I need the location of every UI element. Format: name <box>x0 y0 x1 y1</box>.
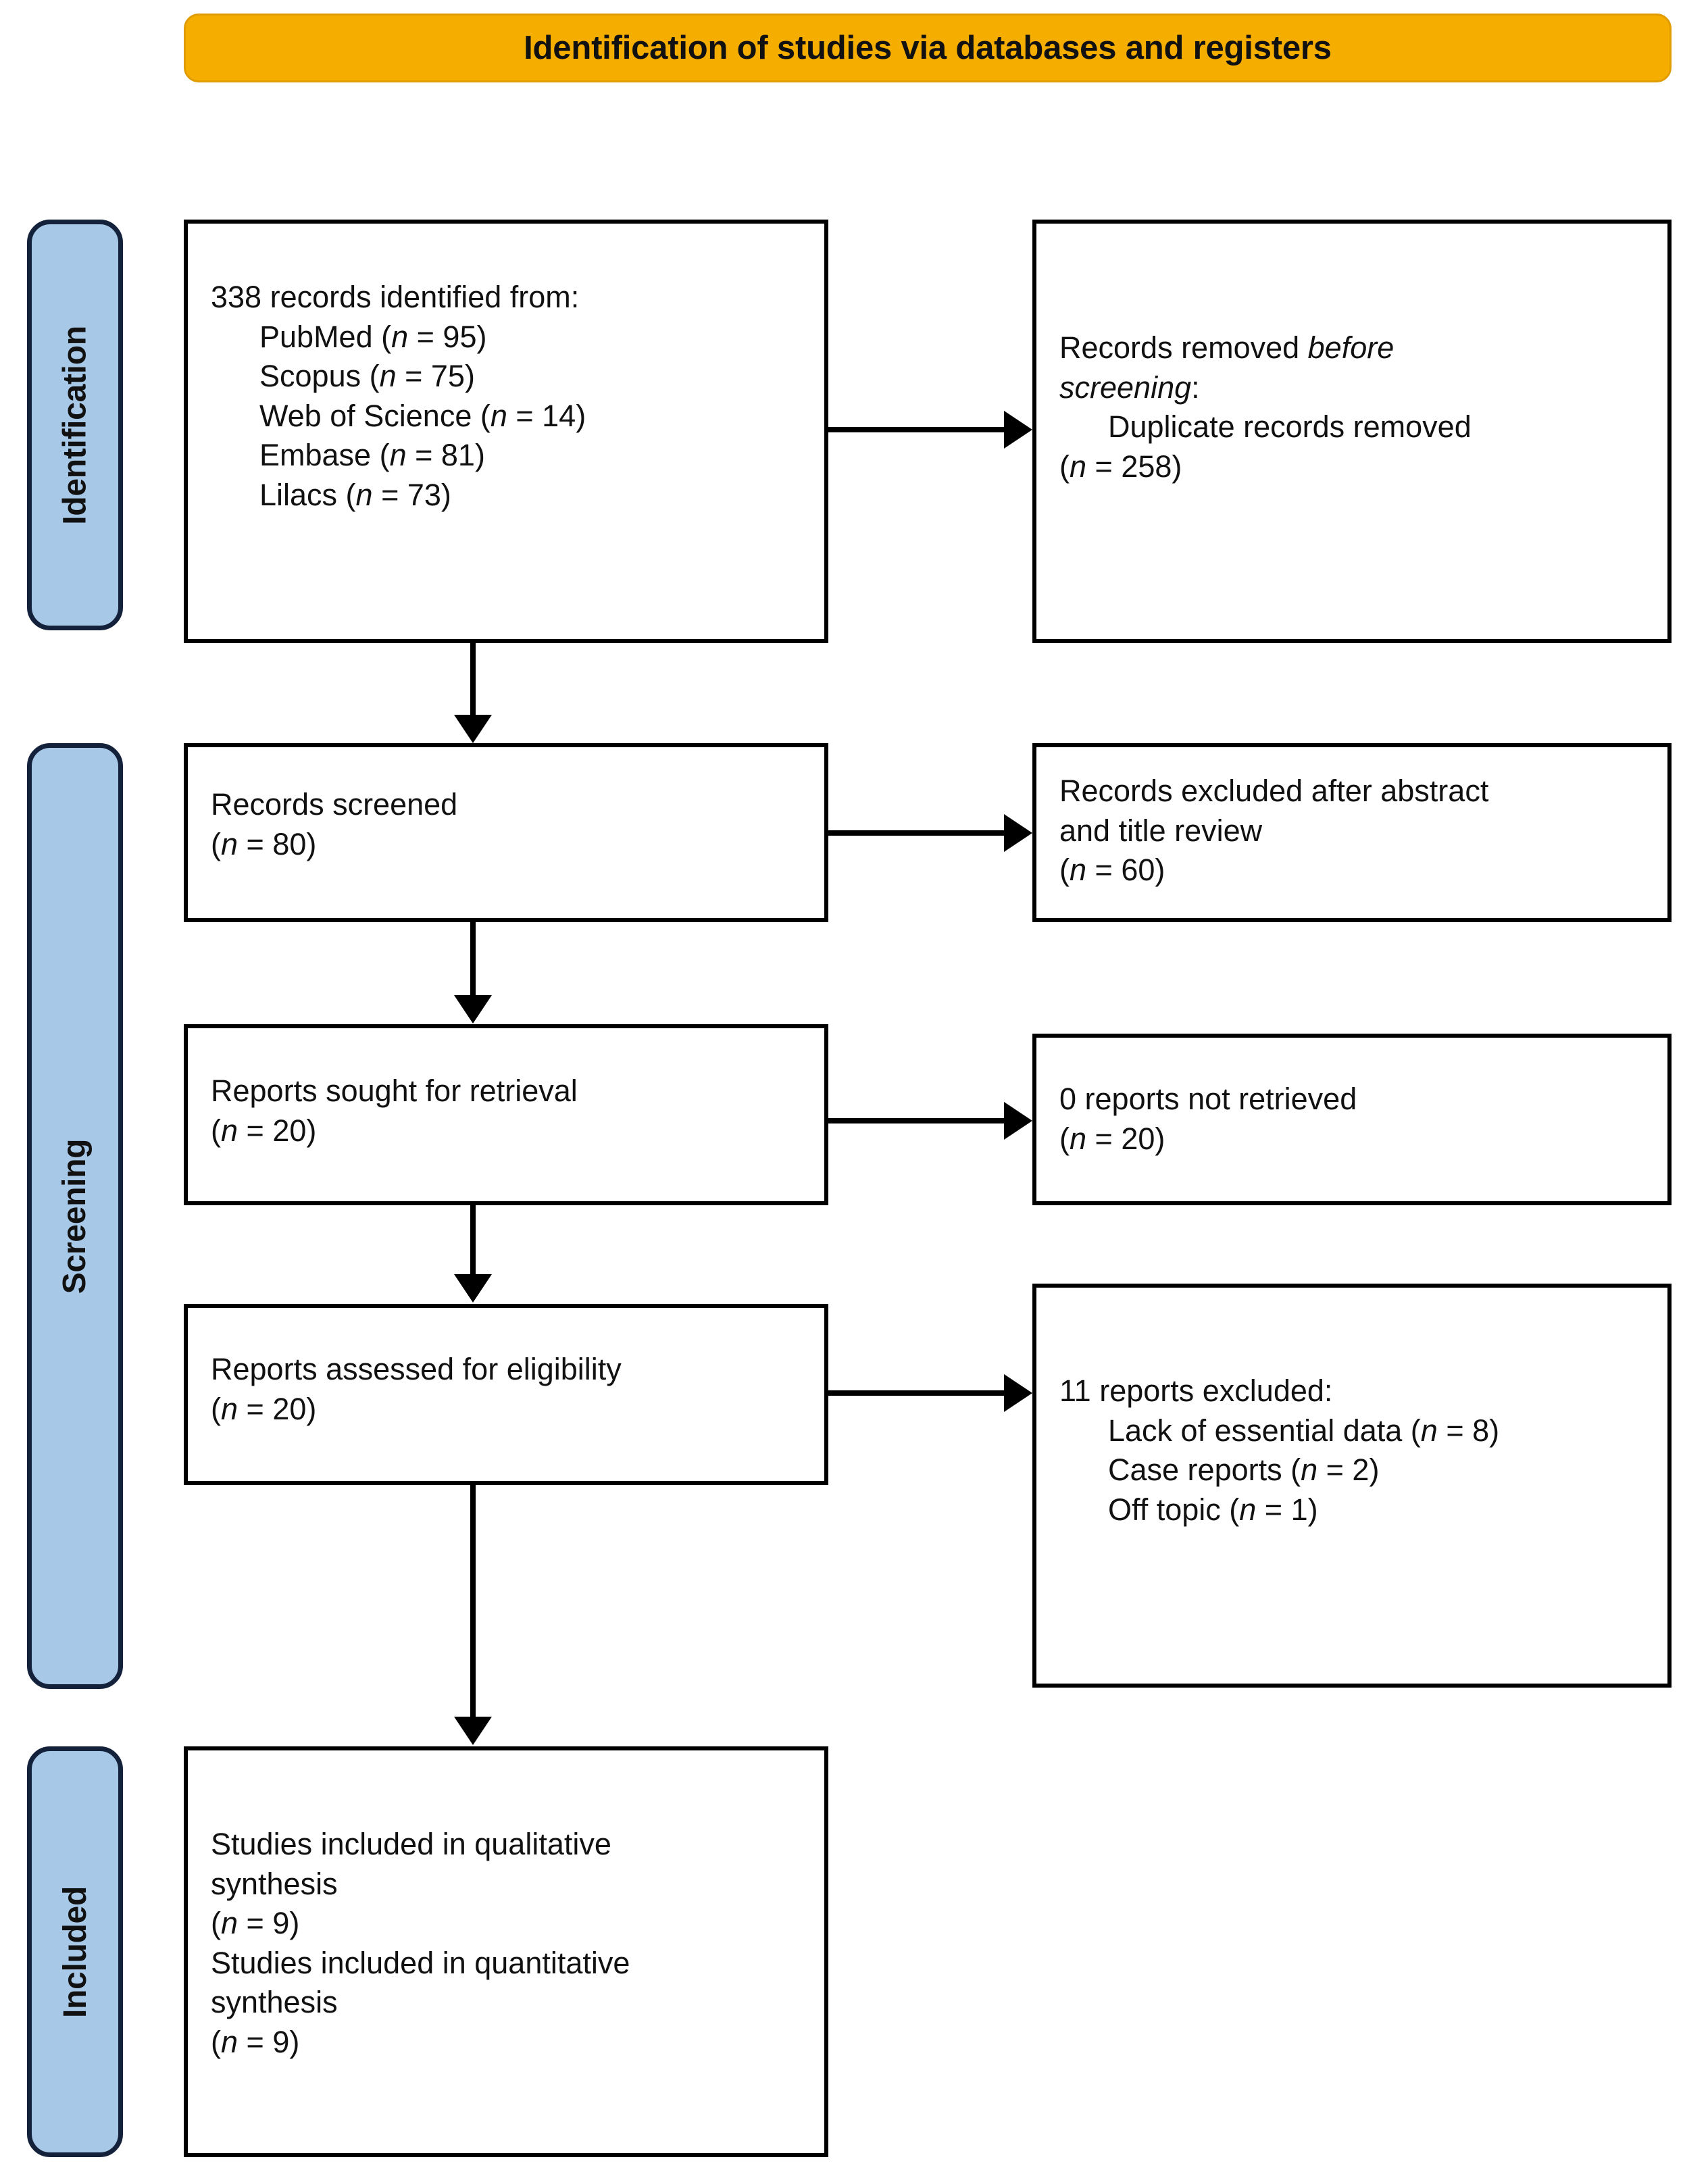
records-removed-line1-plain: Records removed <box>1059 330 1308 365</box>
reports-assessed-label: Reports assessed for eligibility <box>211 1352 622 1386</box>
reports-excluded-text: 11 reports excluded: Lack of essential da… <box>1059 1371 1654 1530</box>
stage-label-screening: Screening <box>57 1138 93 1294</box>
reports-assessed-count: (n = 20) <box>211 1391 317 1426</box>
exclusion-reason-case-reports: Case reports (n = 2) <box>1108 1453 1380 1487</box>
box-records-removed-before-screening: Records removed before screening: Duplicat… <box>1032 220 1672 643</box>
qualitative-line1: Studies included in qualitative <box>211 1827 611 1861</box>
page-title: Identification of studies via databases … <box>524 30 1332 66</box>
box-studies-included: Studies included in qualitative synthesis… <box>184 1746 828 2157</box>
reports-sought-label: Reports sought for retrieval <box>211 1074 578 1108</box>
stage-bar-included: Included <box>27 1746 123 2157</box>
reports-sought-text: Reports sought for retrieval (n = 20) <box>211 1071 811 1151</box>
stage-label-included: Included <box>57 1886 93 2018</box>
arrow-head-assessed-to-excluded <box>1004 1374 1032 1412</box>
arrow-line-identified-to-removed <box>828 427 1004 432</box>
arrow-line-screened-to-sought <box>470 922 476 996</box>
arrow-head-identified-to-screened <box>454 715 492 743</box>
arrow-line-assessed-to-included <box>470 1485 476 1718</box>
arrow-head-assessed-to-included <box>454 1717 492 1745</box>
records-excluded-count: (n = 60) <box>1059 853 1165 887</box>
box-records-excluded: Records excluded after abstract and title… <box>1032 743 1672 922</box>
stage-label-identification: Identification <box>57 325 93 525</box>
source-line-embase: Embase (n = 81) <box>259 438 485 472</box>
reports-not-retrieved-count: (n = 20) <box>1059 1121 1165 1156</box>
arrow-line-assessed-to-excluded <box>828 1390 1004 1396</box>
records-removed-text: Records removed before screening: Duplicat… <box>1059 328 1654 486</box>
box-reports-excluded: 11 reports excluded: Lack of essential da… <box>1032 1284 1672 1688</box>
box-reports-not-retrieved: 0 reports not retrieved (n = 20) <box>1032 1034 1672 1205</box>
qualitative-line2: synthesis <box>211 1866 338 1901</box>
arrow-head-sought-to-assessed <box>454 1274 492 1303</box>
records-removed-line1-italic: before <box>1307 330 1395 365</box>
box-reports-sought-for-retrieval: Reports sought for retrieval (n = 20) <box>184 1024 828 1205</box>
records-removed-line2-plain: : <box>1191 370 1200 405</box>
box-records-screened: Records screened (n = 80) <box>184 743 828 922</box>
records-removed-line2-italic: screening <box>1059 370 1192 405</box>
qualitative-count: (n = 9) <box>211 1906 300 1940</box>
reports-not-retrieved-text: 0 reports not retrieved (n = 20) <box>1059 1080 1654 1159</box>
reports-sought-count: (n = 20) <box>211 1113 317 1148</box>
arrow-line-screened-to-excluded <box>828 830 1004 836</box>
arrow-line-sought-to-not-retrieved <box>828 1118 1004 1123</box>
arrow-head-screened-to-sought <box>454 995 492 1024</box>
arrow-head-identified-to-removed <box>1004 411 1032 449</box>
records-screened-count: (n = 80) <box>211 826 317 861</box>
arrow-head-screened-to-excluded <box>1004 814 1032 852</box>
source-line-scopus: Scopus (n = 75) <box>259 359 475 393</box>
exclusion-reason-off-topic: Off topic (n = 1) <box>1108 1492 1318 1527</box>
records-excluded-label-line2: and title review <box>1059 813 1263 848</box>
studies-included-text: Studies included in qualitative synthesis… <box>211 1825 811 2062</box>
reports-excluded-heading: 11 reports excluded: <box>1059 1373 1333 1408</box>
quantitative-count: (n = 9) <box>211 2024 300 2059</box>
arrow-line-identified-to-screened <box>470 643 476 716</box>
records-identified-text: 338 records identified from: PubMed (n = … <box>211 278 811 515</box>
records-screened-text: Records screened (n = 80) <box>211 785 811 864</box>
records-identified-heading: 338 records identified from: <box>211 280 580 314</box>
arrow-line-sought-to-assessed <box>470 1205 476 1276</box>
duplicate-records-detail: Duplicate records removed <box>1108 409 1472 444</box>
duplicate-records-count: (n = 258) <box>1059 449 1182 484</box>
quantitative-line1: Studies included in quantitative <box>211 1945 630 1980</box>
reports-not-retrieved-label: 0 reports not retrieved <box>1059 1082 1357 1116</box>
source-line-lilacs: Lilacs (n = 73) <box>259 477 451 512</box>
source-line-web-of-science: Web of Science (n = 14) <box>259 398 586 433</box>
diagram-header-banner: Identification of studies via databases … <box>184 14 1672 82</box>
quantitative-line2: synthesis <box>211 1985 338 2019</box>
box-reports-assessed-for-eligibility: Reports assessed for eligibility (n = 20) <box>184 1304 828 1485</box>
records-excluded-label-line1: Records excluded after abstract <box>1059 774 1489 808</box>
stage-bar-identification: Identification <box>27 220 123 630</box>
records-screened-label: Records screened <box>211 787 458 822</box>
stage-bar-screening: Screening <box>27 743 123 1689</box>
box-records-identified: 338 records identified from: PubMed (n = … <box>184 220 828 643</box>
exclusion-reason-lack-of-data: Lack of essential data (n = 8) <box>1108 1413 1500 1448</box>
records-excluded-text: Records excluded after abstract and title… <box>1059 772 1654 890</box>
source-line-pubmed: PubMed (n = 95) <box>259 319 487 354</box>
reports-assessed-text: Reports assessed for eligibility (n = 20) <box>211 1350 811 1429</box>
arrow-head-sought-to-not-retrieved <box>1004 1102 1032 1140</box>
